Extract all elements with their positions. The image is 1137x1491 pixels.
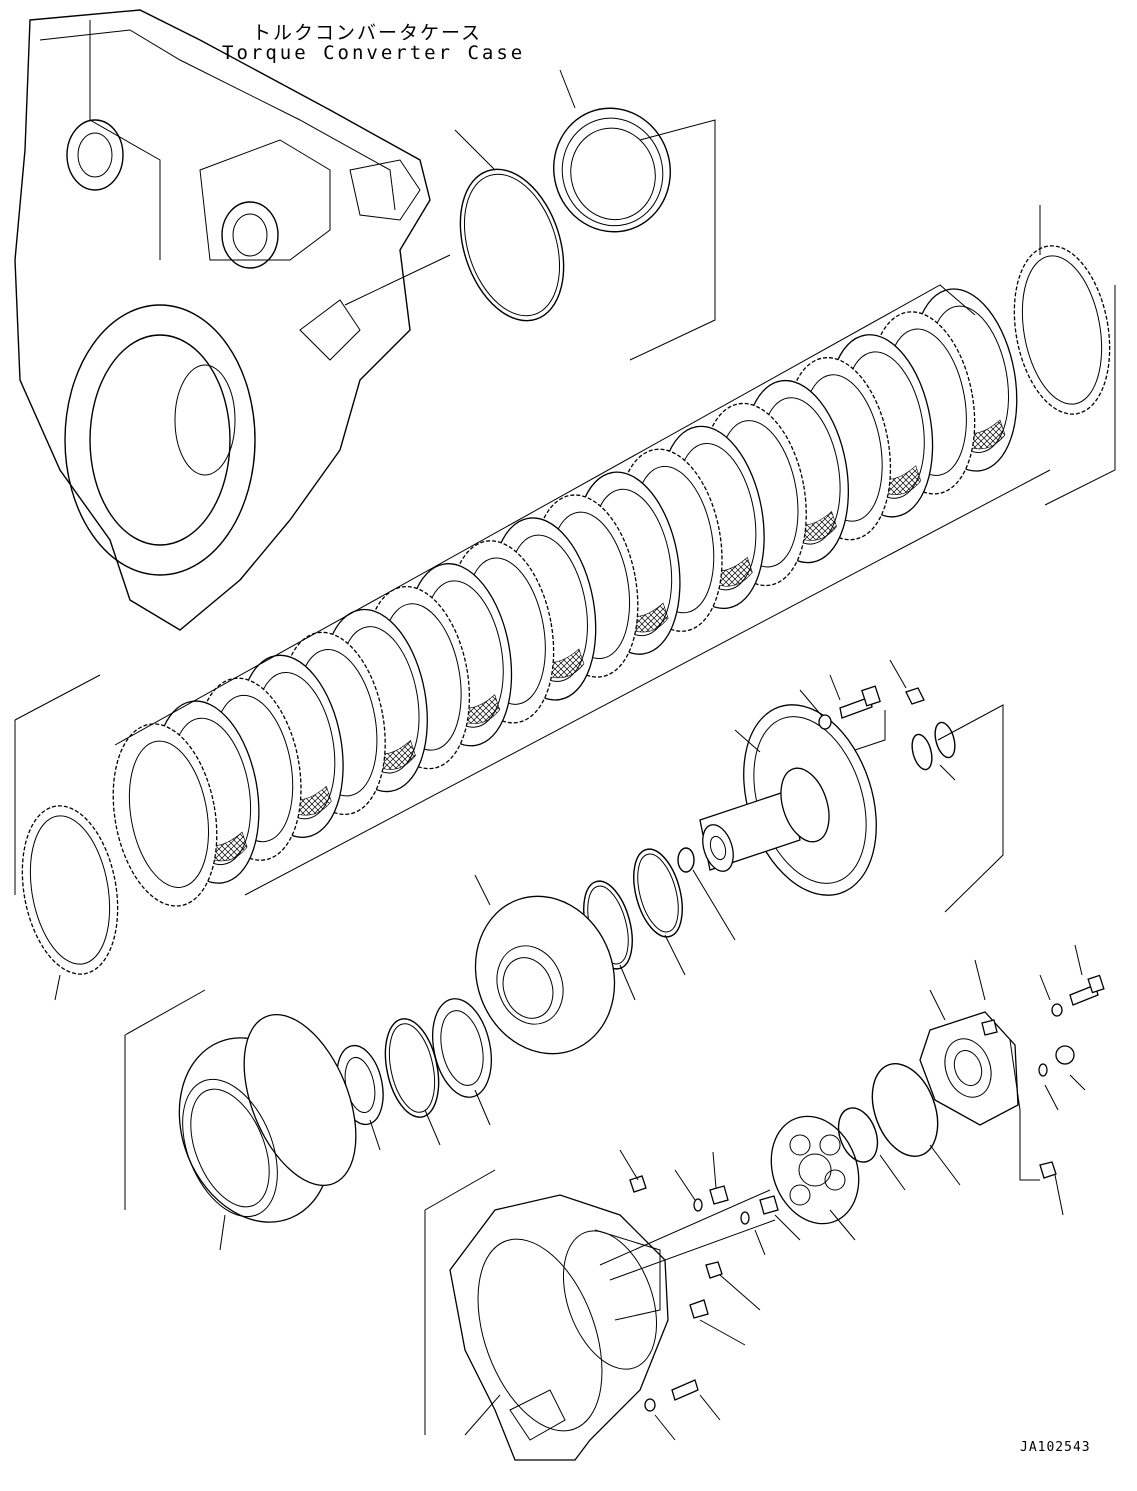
leader-lines-top [344, 69, 716, 361]
clutch-disc-pack [112, 288, 1018, 907]
housing-fasteners [629, 1175, 779, 1412]
pump-gears [770, 1115, 860, 1225]
cover-fasteners [981, 974, 1105, 1179]
bearing-set [336, 998, 492, 1126]
drawing-reference-code: JA102543 [1020, 1440, 1091, 1455]
clutch-drum [178, 1013, 357, 1223]
title-japanese: トルクコンバータケース [252, 22, 483, 44]
hub-bolts [818, 685, 925, 730]
pump-plate [474, 895, 616, 1055]
end-plate-left [21, 805, 119, 975]
snap-ring [459, 168, 565, 322]
end-plate-right [1013, 245, 1111, 415]
hub-shaft [699, 704, 877, 896]
o-rings-right [911, 721, 956, 771]
converter-housing [449, 1194, 669, 1461]
clutch-pack-bracket [114, 284, 1116, 896]
torque-converter-case [14, 9, 431, 631]
o-ring-rear [871, 1063, 939, 1157]
pump-cover [919, 1011, 1019, 1126]
separator-plate [112, 723, 218, 907]
title-english: Torque Converter Case [222, 42, 526, 64]
piston-seal [553, 107, 671, 233]
snap-ring-rear [837, 1107, 879, 1163]
